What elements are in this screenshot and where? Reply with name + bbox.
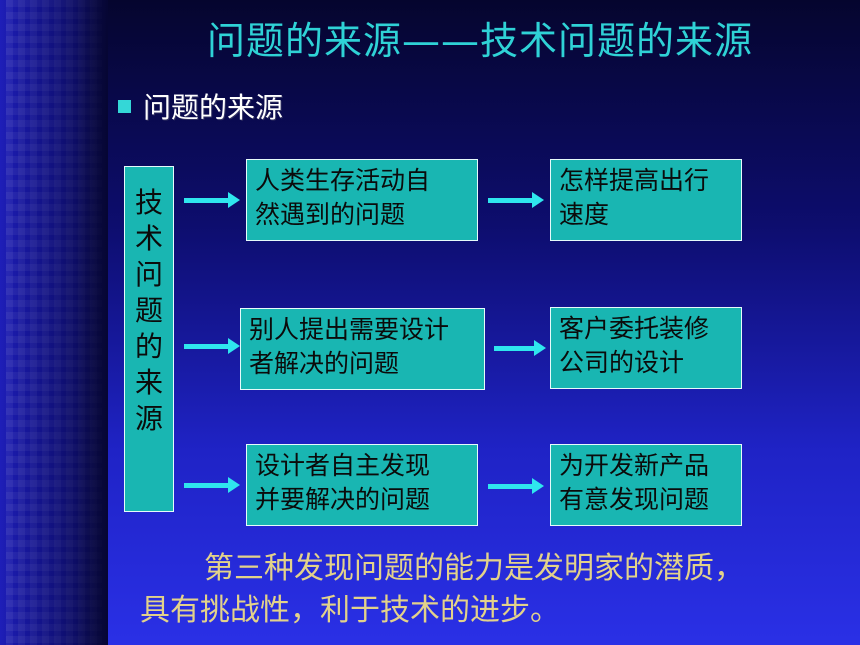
source-line: 并要解决的问题: [255, 485, 431, 514]
source-box-2: 别人提出需要设计 者解决的问题: [240, 308, 485, 390]
example-line: 速度: [559, 200, 610, 229]
example-line: 有意发现问题: [559, 485, 710, 514]
example-line: 为开发新产品: [559, 451, 710, 480]
footer-text: 第三种发现问题的能力是发明家的潜质， 具有挑战性，利于技术的进步。: [140, 548, 840, 632]
source-line: 然遇到的问题: [255, 200, 406, 229]
arrow-icon: [184, 192, 240, 208]
source-line: 人类生存活动自: [255, 166, 431, 195]
source-box-3: 设计者自主发现 并要解决的问题: [246, 444, 478, 526]
source-line: 别人提出需要设计: [249, 315, 450, 344]
strip-fade: [0, 0, 108, 645]
source-line: 设计者自主发现: [255, 451, 431, 480]
footer-line: 第三种发现问题的能力是发明家的潜质，: [204, 551, 744, 586]
arrow-icon: [488, 192, 544, 208]
bullet-square-icon: [118, 99, 131, 113]
arrow-icon: [488, 478, 544, 494]
vertical-char: 源: [134, 402, 163, 435]
source-line: 者解决的问题: [249, 349, 400, 378]
vertical-label: 技 术 问 题 的 来 源: [125, 185, 173, 437]
vertical-char: 来: [134, 366, 163, 399]
footer-line-1: 第三种发现问题的能力是发明家的潜质，: [140, 548, 840, 590]
footer-line-2: 具有挑战性，利于技术的进步。: [140, 593, 560, 628]
example-box-2: 客户委托装修 公司的设计: [550, 307, 742, 389]
bullet-text: 问题的来源: [143, 91, 284, 124]
vertical-label-box: 技 术 问 题 的 来 源: [124, 166, 174, 512]
bullet-row: 问题的来源: [118, 86, 283, 126]
vertical-char: 问: [134, 258, 163, 291]
vertical-char: 术: [134, 222, 163, 255]
vertical-char: 的: [134, 330, 163, 363]
vertical-char: 题: [134, 294, 163, 327]
arrow-icon: [494, 340, 546, 356]
arrow-icon: [184, 338, 240, 354]
vertical-char: 技: [134, 186, 163, 219]
arrow-icon: [184, 477, 240, 493]
example-line: 怎样提高出行: [559, 166, 710, 195]
example-line: 客户委托装修: [559, 314, 710, 343]
example-line: 公司的设计: [559, 348, 685, 377]
example-box-3: 为开发新产品 有意发现问题: [550, 444, 742, 526]
source-box-1: 人类生存活动自 然遇到的问题: [246, 159, 478, 241]
page-title: 问题的来源——技术问题的来源: [206, 19, 753, 63]
example-box-1: 怎样提高出行 速度: [550, 159, 742, 241]
left-decorative-strip: [0, 0, 108, 645]
